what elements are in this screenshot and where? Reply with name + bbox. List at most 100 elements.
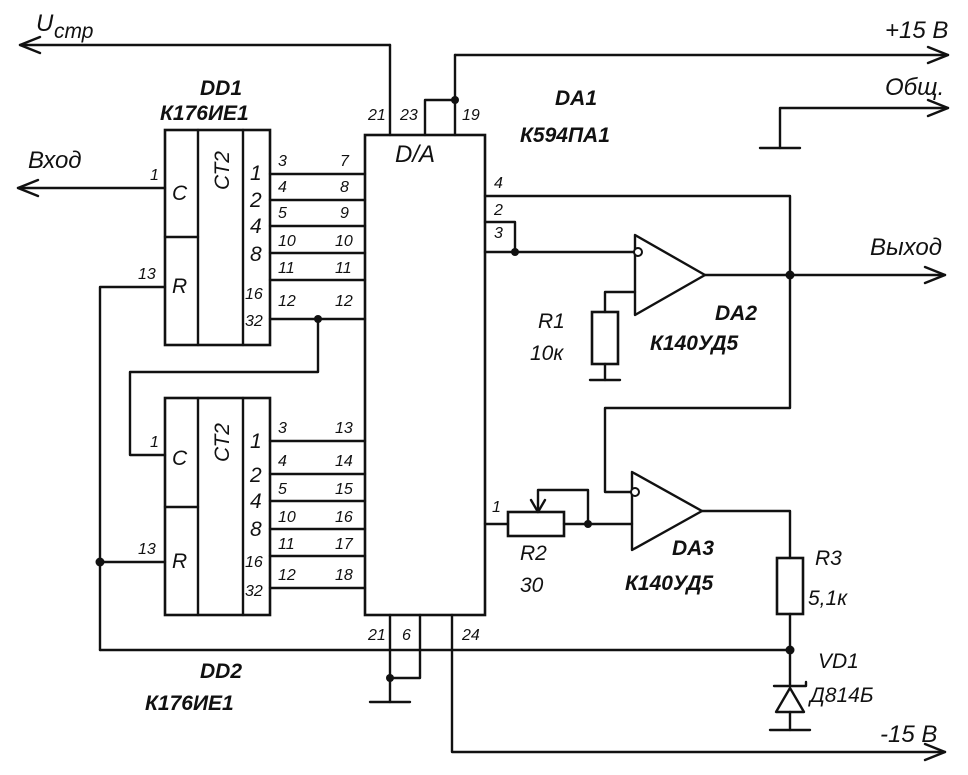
dd2-clock-label: C (172, 447, 188, 470)
vd1-type: Д814Б (808, 684, 874, 707)
r3-resistor (775, 556, 805, 652)
da1-in-pin: 7 (340, 153, 350, 170)
da1-in-pin: 12 (335, 293, 353, 310)
dd1-reset-label: R (172, 275, 187, 298)
da1-in-pin: 15 (335, 481, 353, 498)
da1-pin-3: 3 (494, 225, 503, 242)
r1-value: 10к (530, 342, 564, 365)
dd2-chip (163, 396, 272, 617)
da1-in-pin: 9 (340, 205, 349, 222)
da1-in-pin: 14 (335, 453, 353, 470)
dd1-out-pin: 12 (278, 293, 296, 310)
dd2-output-bus (268, 439, 367, 590)
dd2-function: СТ2 (211, 423, 234, 462)
da1-name: DA1 (555, 87, 597, 110)
common-line (758, 98, 950, 150)
input-line (16, 178, 167, 198)
dd2-out-pin: 11 (278, 536, 295, 553)
da1-pin-1: 1 (492, 499, 501, 516)
junction-dot (314, 315, 322, 323)
da1-in-pin: 18 (335, 567, 353, 584)
vd1-zener-diode (768, 648, 812, 732)
dd1-type: К176ИЕ1 (160, 102, 249, 125)
dd2-reset-pin: 13 (138, 541, 156, 558)
dd1-clock-label: C (172, 182, 188, 205)
dd1-clock-pin: 1 (150, 167, 159, 184)
dd2-weight-4: 4 (250, 490, 262, 513)
dd2-weight-2: 2 (249, 464, 262, 487)
dd2-weight-1: 1 (250, 430, 262, 453)
pin23-19-jumper (423, 98, 457, 137)
junction-dot (451, 96, 459, 104)
dd2-out-pin: 12 (278, 567, 296, 584)
da1-in-pin: 17 (335, 536, 354, 553)
dd2-out-pin: 3 (278, 420, 287, 437)
dd2-reset-label: R (172, 550, 187, 573)
dd1-weight-4: 4 (250, 215, 262, 238)
pin4-line (483, 194, 792, 277)
da1-in-pin: 8 (340, 179, 349, 196)
dd2-weight-16: 16 (245, 554, 263, 571)
da3-feedback-line (603, 273, 792, 494)
dd1-weight-16: 16 (245, 286, 263, 303)
da3-type: К140УД5 (625, 572, 714, 595)
pin2-3-line (483, 220, 637, 254)
dd1-weight-1: 1 (250, 162, 262, 185)
da1-pin-19: 19 (462, 107, 480, 124)
r1-name: R1 (538, 310, 565, 333)
r2-potentiometer (483, 488, 634, 538)
dd2-type: К176ИЕ1 (145, 692, 234, 715)
da1-pin-21-top: 21 (367, 107, 386, 124)
da3-opamp (630, 470, 792, 560)
r2-value: 30 (520, 574, 544, 597)
da1-pin-23: 23 (399, 107, 418, 124)
ustr-label: U (36, 10, 54, 37)
dd1-chip (163, 128, 272, 347)
dd2-out-pin: 5 (278, 481, 287, 498)
da2-opamp (603, 233, 947, 317)
ustr-subscript: стр (54, 20, 93, 43)
junction-dot (584, 520, 592, 528)
r3-value: 5,1к (808, 587, 848, 610)
dd1-out-pin: 11 (278, 260, 295, 277)
dd1-function: СТ2 (211, 151, 234, 190)
da1-type: К594ПА1 (520, 124, 610, 147)
da1-pin-4: 4 (494, 175, 503, 192)
da1-in-pin: 16 (335, 509, 353, 526)
dd2-weight-8: 8 (250, 518, 262, 541)
plus15-line (453, 45, 950, 137)
dd1-out-pin: 4 (278, 179, 287, 196)
junction-dot (386, 674, 394, 682)
junction-dot (95, 557, 105, 567)
dd1-weight-32: 32 (245, 313, 263, 330)
dd2-out-pin: 4 (278, 453, 287, 470)
dd1-reset-line (98, 285, 167, 652)
dd1-output-bus (268, 172, 367, 321)
da1-in-pin: 13 (335, 420, 353, 437)
da1-pin-24: 24 (461, 627, 480, 644)
dd1-name: DD1 (200, 77, 242, 100)
da1-pin-6: 6 (402, 627, 411, 644)
r3-name: R3 (815, 547, 842, 570)
dd2-clock-pin: 1 (150, 434, 159, 451)
junction-dot (511, 248, 519, 256)
da1-chip (363, 133, 487, 617)
dd2-out-pin: 10 (278, 509, 296, 526)
ustr-line (18, 35, 392, 137)
common-label: Общ. (885, 74, 944, 101)
dd1-weight-2: 2 (249, 189, 262, 212)
dd1-out-pin: 5 (278, 205, 287, 222)
dd1-reset-pin: 13 (138, 266, 156, 283)
da1-function: D/A (395, 141, 435, 168)
da1-in-pin: 10 (335, 233, 353, 250)
dd2-weight-32: 32 (245, 583, 263, 600)
da2-type: К140УД5 (650, 332, 739, 355)
input-label: Вход (28, 147, 82, 174)
r2-name: R2 (520, 542, 547, 565)
minus15-label: -15 В (880, 721, 937, 748)
da2-name: DA2 (715, 302, 757, 325)
cascade-line (128, 317, 320, 457)
dd1-out-pin: 3 (278, 153, 287, 170)
da3-name: DA3 (672, 537, 714, 560)
